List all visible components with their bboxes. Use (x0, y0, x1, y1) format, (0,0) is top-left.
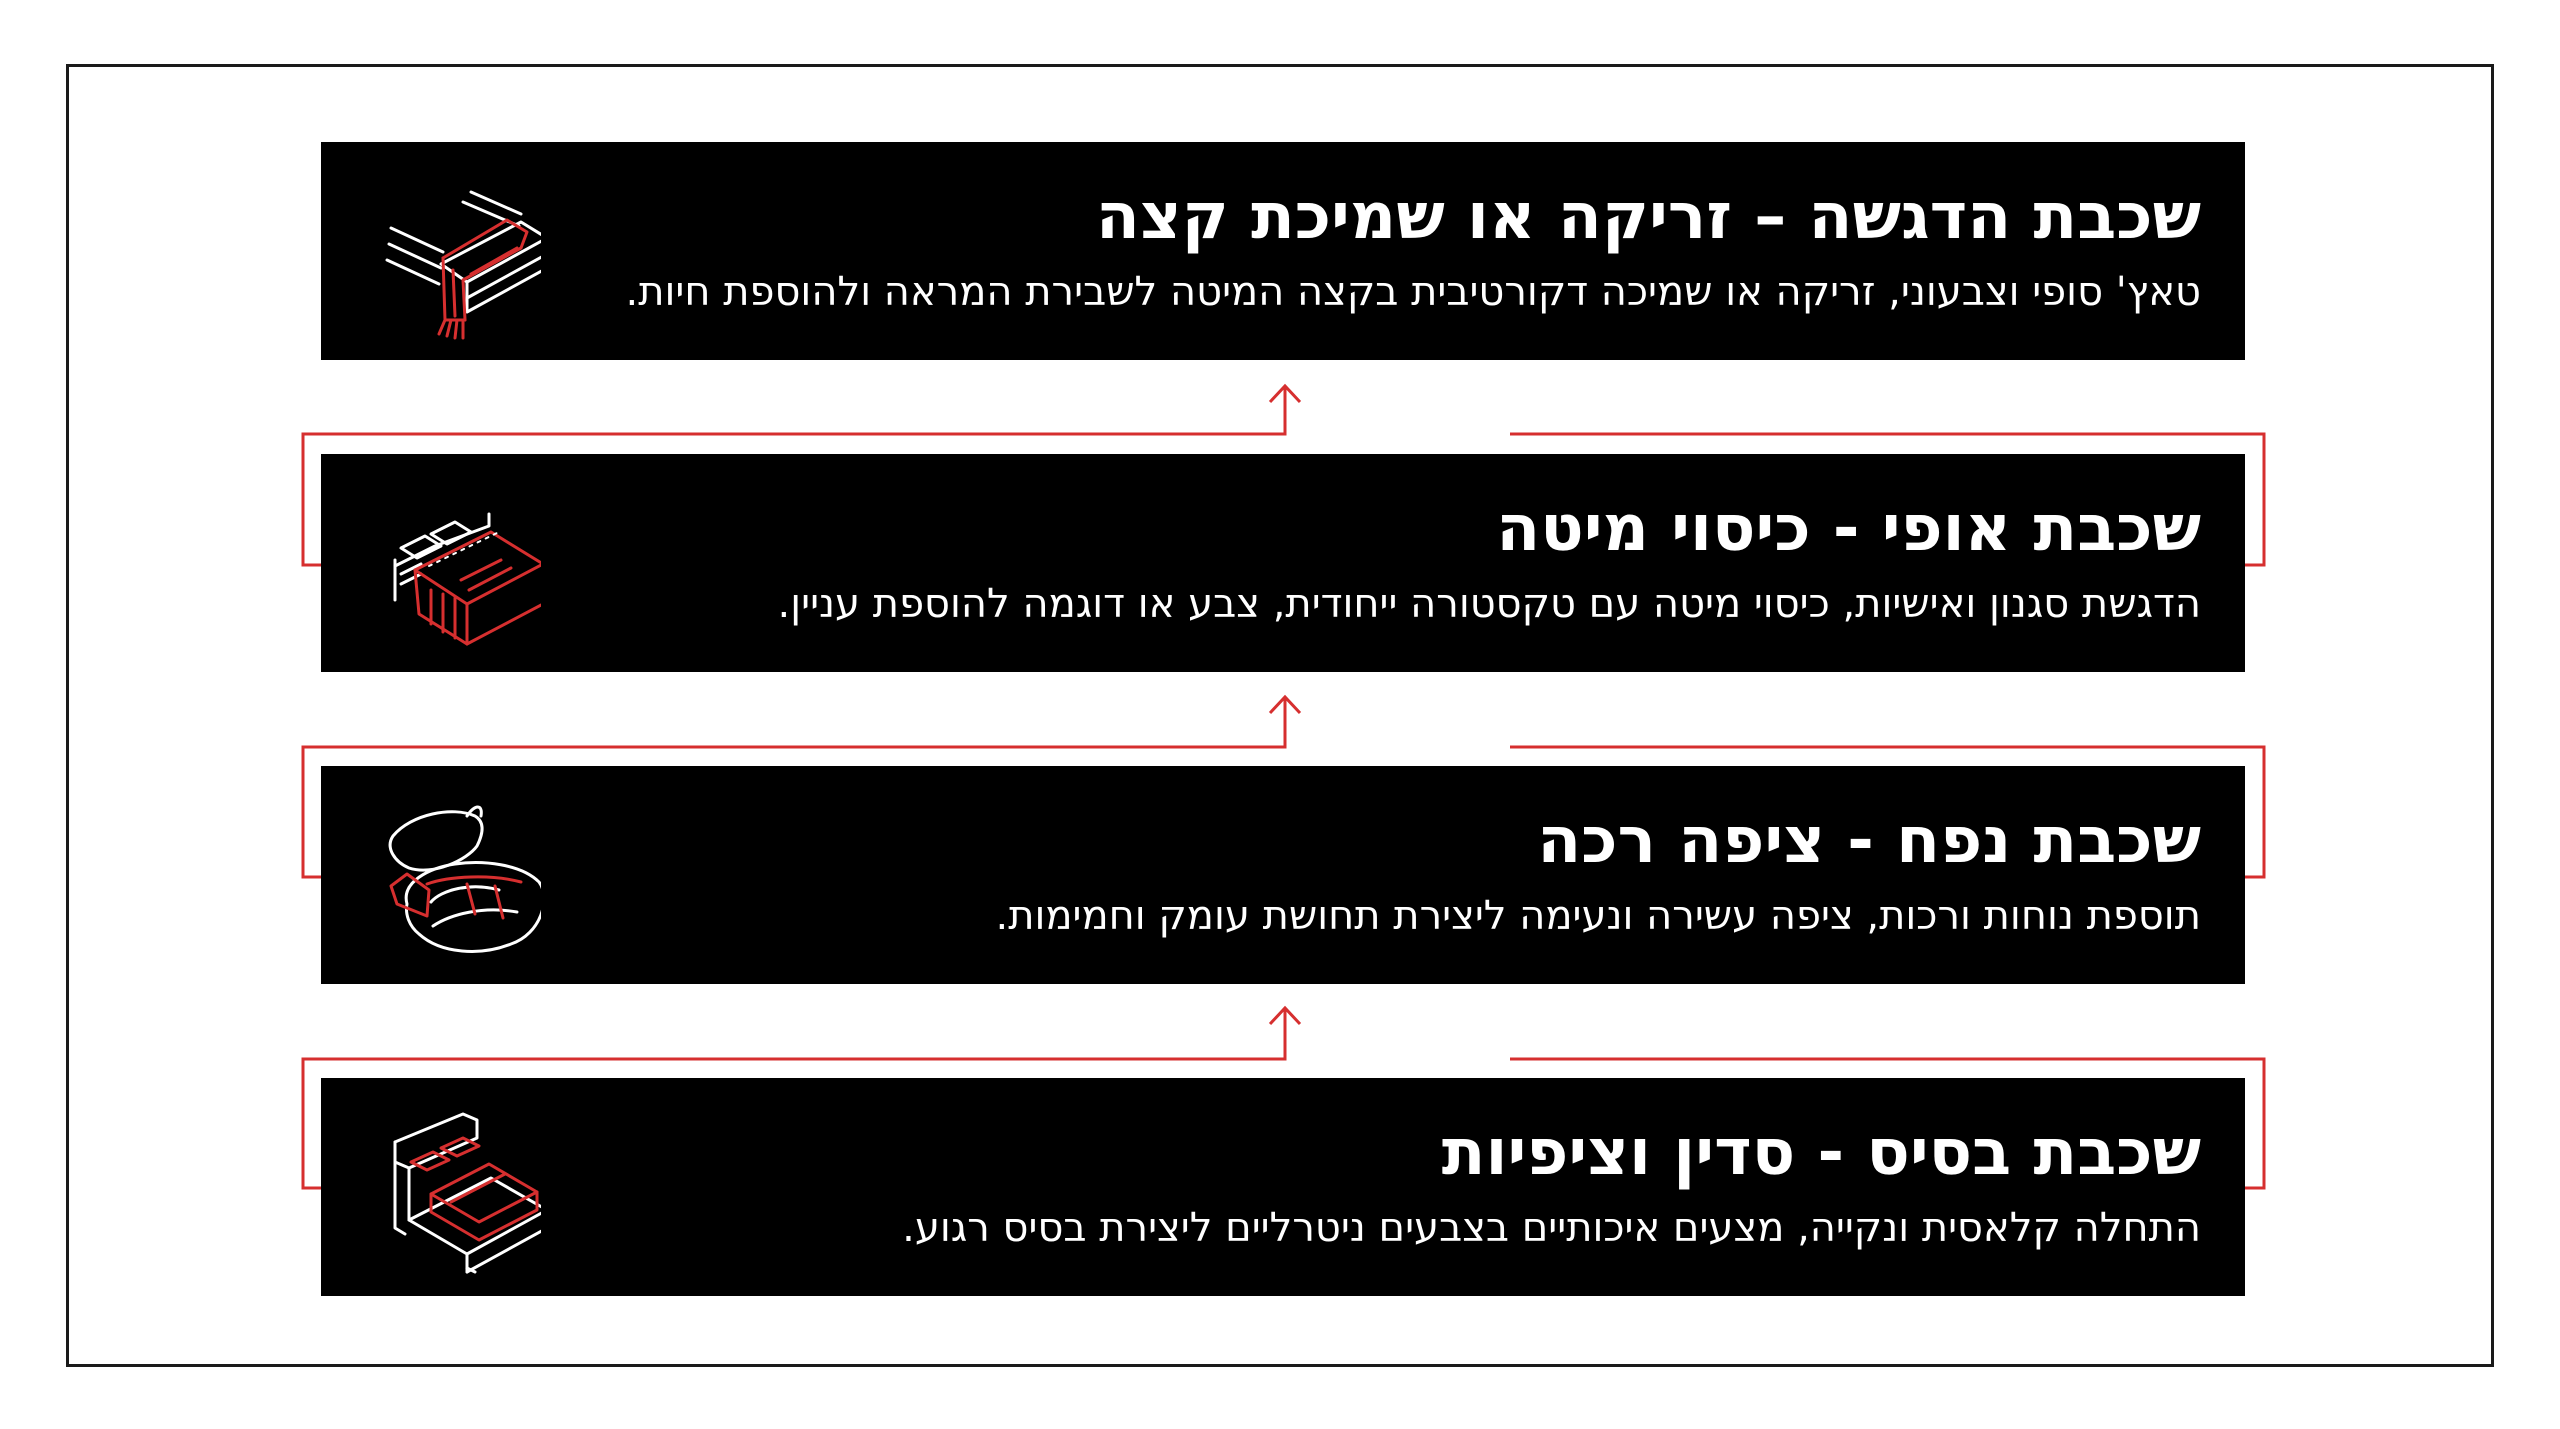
layer-title: שכבת אופי - כיסוי מיטה (1496, 492, 2201, 566)
layer-card-character: שכבת אופי - כיסוי מיטה הדגשת סגנון ואישי… (321, 454, 2245, 672)
layer-description: התחלה קלאסית ונקייה, מצעים איכותיים בצבע… (902, 1205, 2201, 1251)
bedspread-icon (393, 512, 541, 646)
duvet-pillow-icon (388, 805, 541, 953)
bed-sheets-icon (393, 1112, 541, 1274)
layer-card-base: שכבת בסיס - סדין וציפיות התחלה קלאסית ונ… (321, 1078, 2245, 1296)
layer-description: תוספת נוחות ורכות, ציפה עשירה ונעימה ליצ… (995, 893, 2201, 939)
layer-description: טאץ' סופי וצבעוני, זריקה או שמיכה דקורטי… (625, 269, 2202, 315)
bed-throw-icon (385, 190, 541, 340)
layer-title: שכבת הדגשה – זריקה או שמיכת קצה (1095, 180, 2201, 254)
layer-card-volume: שכבת נפח - ציפה רכה תוספת נוחות ורכות, צ… (321, 766, 2245, 984)
layer-description: הדגשת סגנון ואישיות, כיסוי מיטה עם טקסטו… (777, 581, 2201, 627)
layer-title: שכבת נפח - ציפה רכה (1537, 804, 2201, 878)
layer-title: שכבת בסיס - סדין וציפיות (1441, 1116, 2201, 1190)
layer-card-accent: שכבת הדגשה – זריקה או שמיכת קצה טאץ' סופ… (321, 142, 2245, 360)
diagram-frame (66, 64, 2494, 1367)
